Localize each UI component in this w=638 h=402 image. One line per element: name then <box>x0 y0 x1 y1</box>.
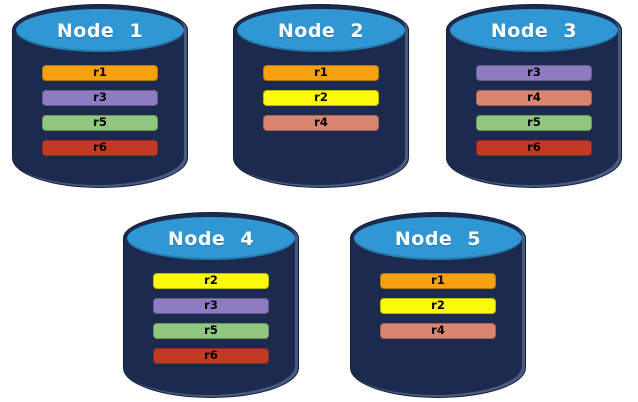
replica-bar-r6: r6 <box>42 140 158 156</box>
node-2-cylinder-top: Node 2 <box>237 9 405 52</box>
replica-bar-r1: r1 <box>263 65 379 81</box>
node-4-replica-list: r2 r3 r5 r6 <box>153 273 269 364</box>
replica-bar-r3: r3 <box>42 90 158 106</box>
node-2-label: Node 2 <box>277 19 365 42</box>
node-3-replica-list: r3 r4 r5 r6 <box>476 65 592 156</box>
node-4-cylinder: Node 4 r2 r3 r5 r6 <box>123 212 299 398</box>
node-4-label: Node 4 <box>167 227 255 250</box>
replica-bar-r4: r4 <box>476 90 592 106</box>
replica-bar-r5: r5 <box>476 115 592 131</box>
replica-bar-r5: r5 <box>42 115 158 131</box>
replica-bar-r4: r4 <box>380 323 496 339</box>
node-2-cylinder: Node 2 r1 r2 r4 <box>233 4 409 188</box>
node-3-cylinder-top: Node 3 <box>450 9 618 52</box>
node-1-cylinder-top: Node 1 <box>16 9 184 52</box>
node-2-replica-list: r1 r2 r4 <box>263 65 379 131</box>
node-5-replica-list: r1 r2 r4 <box>380 273 496 339</box>
node-1-replica-list: r1 r3 r5 r6 <box>42 65 158 156</box>
node-3-cylinder: Node 3 r3 r4 r5 r6 <box>446 4 622 188</box>
replica-bar-r2: r2 <box>263 90 379 106</box>
node-5-label: Node 5 <box>394 227 482 250</box>
node-5-cylinder-top: Node 5 <box>354 217 522 260</box>
replica-bar-r2: r2 <box>153 273 269 289</box>
replica-bar-r6: r6 <box>153 348 269 364</box>
replica-bar-r3: r3 <box>476 65 592 81</box>
node-5-cylinder: Node 5 r1 r2 r4 <box>350 212 526 398</box>
replica-bar-r1: r1 <box>42 65 158 81</box>
replica-bar-r6: r6 <box>476 140 592 156</box>
node-1-cylinder: Node 1 r1 r3 r5 r6 <box>12 4 188 188</box>
replica-bar-r3: r3 <box>153 298 269 314</box>
node-3-label: Node 3 <box>490 19 578 42</box>
node-1-label: Node 1 <box>56 19 144 42</box>
node-4-cylinder-top: Node 4 <box>127 217 295 260</box>
replica-bar-r2: r2 <box>380 298 496 314</box>
replica-bar-r5: r5 <box>153 323 269 339</box>
replica-bar-r1: r1 <box>380 273 496 289</box>
replica-bar-r4: r4 <box>263 115 379 131</box>
